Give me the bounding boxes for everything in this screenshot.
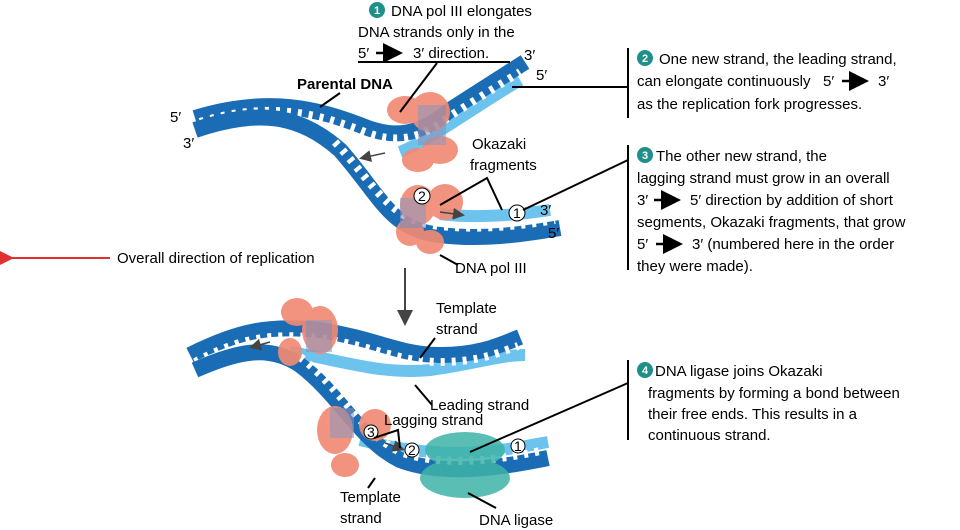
step-3-line-1: The other new strand, the — [656, 148, 827, 165]
overall-direction-label: Overall direction of replication — [117, 250, 315, 267]
parental-strand-lower — [192, 109, 562, 245]
step-2-badge — [637, 50, 653, 66]
step-3-line-3b: 5′ direction by addition of short — [690, 192, 894, 209]
step-2-number: 2 — [642, 53, 648, 65]
end-5-left: 5′ — [170, 109, 181, 126]
step-2-line-3: as the replication fork progresses. — [637, 96, 862, 113]
step-3-badge — [637, 147, 653, 163]
dna-pol-iii-bottom-lagging — [317, 406, 391, 477]
step-3-line-3a: 3′ — [637, 192, 648, 209]
step-3-line-2: lagging strand must grow in an overall — [637, 170, 890, 187]
step-3-number: 3 — [642, 150, 648, 162]
fragment-number-3 — [363, 424, 379, 440]
step-1-number: 1 — [374, 5, 380, 17]
parental-dna-label: Parental DNA — [297, 76, 393, 93]
step-1-line-1: DNA pol III elongates — [391, 3, 532, 20]
end-5-top: 5′ — [536, 67, 547, 84]
dna-pol-iii-lagging — [396, 184, 463, 254]
step-2-line-2: can elongate continuously — [637, 73, 811, 90]
step-4-line-2: fragments by forming a bond between — [648, 385, 900, 402]
end-3-left: 3′ — [183, 135, 194, 152]
step-2-line-1: One new strand, the leading strand, — [659, 51, 897, 68]
end-3-top: 3′ — [524, 47, 535, 64]
leading-strand-top — [397, 74, 524, 158]
lagging-strand-label: Lagging strand — [384, 412, 483, 429]
okazaki-label-2: fragments — [470, 157, 537, 174]
step-2-line-2b: 5′ — [823, 73, 834, 90]
step-2-callout: 2 One new strand, the leading strand, ca… — [512, 48, 897, 118]
dna-ligase-enzyme — [420, 432, 510, 498]
dna-pol-iii-label: DNA pol III — [455, 260, 527, 277]
leading-strand-label: Leading strand — [430, 397, 529, 414]
okazaki-label-1: Okazaki — [472, 136, 526, 153]
step-4-callout: 4 DNA ligase joins Okazaki fragments by … — [469, 360, 900, 453]
top-replication-fork: 2 1 5′ 3′ 3′ 5′ 3′ 5′ Parental DNA Okaza… — [170, 47, 562, 277]
step-4-line-4: continuous strand. — [648, 427, 771, 444]
fragment-number-2 — [413, 187, 431, 205]
step-1-line-3a: 5′ — [358, 45, 369, 62]
template-strand-top — [186, 320, 523, 364]
fragment-2-bottom-label: 2 — [408, 442, 416, 458]
template-strand-top-label-1: Template — [436, 300, 497, 317]
fragment-number-1-bottom — [510, 438, 526, 454]
fragment-1-bottom-label: 1 — [514, 438, 522, 454]
step-3-line-6: they were made). — [637, 258, 753, 275]
step-4-badge — [637, 362, 653, 378]
step-4-number: 4 — [642, 365, 649, 377]
template-strand-bottom-label-1: Template — [340, 489, 401, 506]
step-1-callout: 1 DNA pol III elongates DNA strands only… — [358, 2, 532, 113]
step-4-line-1: DNA ligase joins Okazaki — [655, 363, 823, 380]
fragment-2-label: 2 — [418, 188, 426, 204]
fragment-number-2-bottom — [404, 442, 420, 458]
step-2-line-2c: 3′ — [878, 73, 889, 90]
leading-strand-bottom — [289, 346, 526, 377]
step-3-line-5b: 3′ (numbered here in the order — [692, 236, 894, 253]
step-1-line-2: DNA strands only in the — [358, 24, 515, 41]
end-5-lag: 5′ — [548, 225, 559, 242]
template-strand-bottom-label-2: strand — [340, 510, 382, 527]
step-3-callout: 3 The other new strand, the lagging stra… — [522, 145, 906, 275]
dna-pol-iii-top — [387, 92, 458, 172]
fragment-number-1 — [508, 204, 526, 222]
fragment-1-label: 1 — [513, 205, 521, 221]
dna-ligase-label: DNA ligase — [479, 512, 553, 529]
end-3-lag: 3′ — [540, 202, 551, 219]
step-3-line-4: segments, Okazaki fragments, that grow — [637, 214, 906, 231]
step-1-badge — [369, 2, 385, 18]
template-strand-top-label-2: strand — [436, 321, 478, 338]
step-1-line-3b: 3′ direction. — [413, 45, 489, 62]
bottom-replication-fork: 3 2 1 Template strand Leading strand Lag… — [186, 298, 553, 529]
overall-direction: Overall direction of replication — [0, 248, 315, 268]
fragment-3-label: 3 — [367, 424, 375, 440]
step-3-line-5a: 5′ — [637, 236, 648, 253]
step-4-line-3: their free ends. This results in a — [648, 406, 858, 423]
dna-pol-iii-bottom-leading — [278, 298, 338, 366]
